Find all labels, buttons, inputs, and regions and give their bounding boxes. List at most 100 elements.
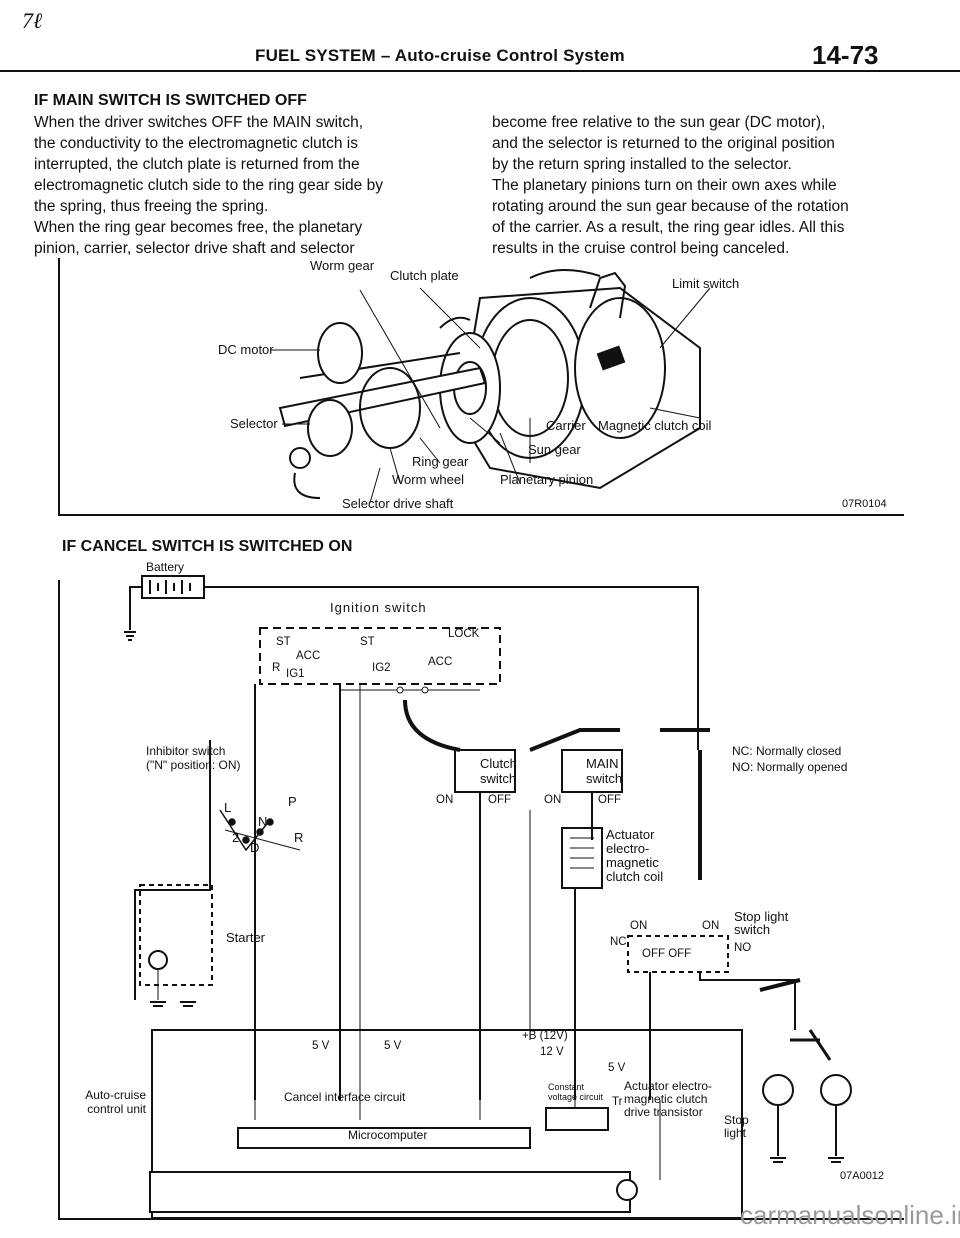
text-line: pinion, carrier, selector drive shaft an… <box>34 240 355 257</box>
text-line: results in the cruise control being canc… <box>492 240 790 257</box>
transistor-symbol <box>616 1179 638 1201</box>
magnetic-clutch-coil <box>574 297 666 439</box>
selector-pivot <box>289 447 311 469</box>
label-b12v: +B (12V) <box>522 1030 568 1042</box>
text-line: become free relative to the sun gear (DC… <box>492 114 826 131</box>
label-5v-2: 5 V <box>384 1040 402 1052</box>
label-ign-ig1: IG1 <box>286 668 305 680</box>
figure1-code: 07R0104 <box>842 498 887 510</box>
label-stop-on-left: ON <box>630 920 648 932</box>
stop-light-switch-box <box>627 935 729 973</box>
inhibitor-wire <box>134 740 211 1000</box>
label-n-position: ("N" position: ON) <box>146 758 241 772</box>
stop-light-wire <box>699 972 796 1030</box>
text-line: of the carrier. As a result, the ring ge… <box>492 219 845 236</box>
label-clutch-plate: Clutch plate <box>390 268 459 283</box>
label-5v-1: 5 V <box>312 1040 330 1052</box>
label-clutch-off: OFF <box>488 794 511 806</box>
battery-main-wire <box>204 586 699 750</box>
selector-return-arrow <box>293 472 321 499</box>
label-ign-ig2: IG2 <box>372 662 391 674</box>
label-nc: NC <box>610 936 627 948</box>
label-microcomputer: Microcomputer <box>348 1128 428 1142</box>
cancel-interface-box <box>237 1127 531 1149</box>
circuit-diagram <box>124 575 852 1218</box>
label-ign-st: ST <box>276 636 291 648</box>
figure2-frame-left <box>58 580 60 1218</box>
limit-switch-body <box>589 271 627 319</box>
label-nc-legend: NC: Normally closed <box>732 744 842 758</box>
label-gear-d: D <box>250 840 260 855</box>
label-magnetic-clutch-coil: Magnetic clutch coil <box>598 418 712 433</box>
current-arrow-1 <box>403 699 461 752</box>
figure1-frame-bottom <box>58 514 904 516</box>
label-selector: Selector <box>230 416 278 431</box>
label-cancel-interface: Cancel interface circuit <box>284 1090 406 1104</box>
clutch-switch-box <box>454 749 516 793</box>
rotation-arrow <box>439 316 471 329</box>
constant-voltage-box <box>545 1107 609 1131</box>
section-heading-main-switch-off: IF MAIN SWITCH IS SWITCHED OFF <box>34 92 307 109</box>
starter-relay <box>139 884 213 986</box>
label-ign-acc: ACC <box>296 650 321 662</box>
label-worm-gear: Worm gear <box>310 258 375 273</box>
label-ign-st-2: ST <box>360 636 375 648</box>
label-battery: Battery <box>146 560 185 574</box>
page-number: 14-73 <box>812 40 879 70</box>
label-12v: 12 V <box>540 1046 564 1058</box>
dc-motor <box>317 322 363 384</box>
label-clutch-on: ON <box>436 794 454 806</box>
header-rule <box>0 70 960 72</box>
label-main-switch: MAIN switch <box>586 756 623 786</box>
section-heading-cancel-switch-on: IF CANCEL SWITCH IS SWITCHED ON <box>62 538 353 555</box>
page-corner-mark: 7ℓ <box>22 8 43 33</box>
label-main-off: OFF <box>598 794 621 806</box>
label-carrier: Carrier <box>546 418 586 433</box>
label-5v-3: 5 V <box>608 1062 626 1074</box>
text-line: interrupted, the clutch plate is returne… <box>34 156 360 173</box>
label-gear-p: P <box>288 794 297 809</box>
label-dc-motor: DC motor <box>218 342 274 357</box>
figure2-frame-bottom <box>58 1218 904 1220</box>
text-line: When the driver switches OFF the MAIN sw… <box>34 114 364 131</box>
auto-cruise-unit-frame <box>151 1029 743 1218</box>
label-ring-gear: Ring gear <box>412 454 469 469</box>
label-gear-l: L <box>224 800 232 815</box>
label-starter: Starter <box>226 930 266 945</box>
label-ignition-switch: Ignition switch <box>330 600 427 615</box>
battery-ground-wire <box>129 586 142 630</box>
watermark: carmanualsonline.info <box>740 1200 960 1230</box>
ignition-switch-block <box>259 627 501 685</box>
limit-switch-contact <box>596 345 626 371</box>
label-constant-voltage: Constant voltage circuit <box>548 1082 604 1102</box>
label-ign-r: R <box>272 662 281 674</box>
text-line: The planetary pinions turn on their own … <box>492 177 837 194</box>
label-transistor: Actuator electro-magnetic clutch drive t… <box>624 1079 713 1119</box>
stop-light-left <box>762 1074 794 1106</box>
text-line: rotating around the sun gear because of … <box>492 198 849 215</box>
text-line: the spring, thus freeing the spring. <box>34 198 269 215</box>
label-auto-cruise-unit: Auto-cruise control unit <box>85 1088 146 1116</box>
label-no-legend: NO: Normally opened <box>732 760 848 774</box>
label-limit-switch: Limit switch <box>672 276 740 291</box>
label-gear-r: R <box>294 830 304 845</box>
label-ign-acc-2: ACC <box>428 656 453 668</box>
label-stop-light-switch: Stop light switch <box>734 909 789 937</box>
label-stop-on-right: ON <box>702 920 720 932</box>
label-gear-n: N <box>258 814 268 829</box>
limit-switch-wire <box>529 268 601 279</box>
microcomputer-box <box>149 1171 631 1213</box>
label-main-on: ON <box>544 794 562 806</box>
text-line: by the return spring installed to the se… <box>492 156 792 173</box>
label-ign-lock: LOCK <box>448 628 480 640</box>
label-sun-gear: Sun gear <box>528 442 581 457</box>
label-stop-light: Stop light <box>724 1113 749 1140</box>
label-inhibitor-switch: Inhibitor switch <box>146 744 226 758</box>
label-worm-wheel: Worm wheel <box>392 472 465 487</box>
figure2-code: 07A0012 <box>840 1170 885 1182</box>
label-tr: Tr <box>612 1096 623 1108</box>
text-line: When the ring gear becomes free, the pla… <box>34 219 363 236</box>
stop-light-right <box>820 1074 852 1106</box>
label-no: NO <box>734 942 752 954</box>
actuator-coil-box <box>561 827 603 889</box>
